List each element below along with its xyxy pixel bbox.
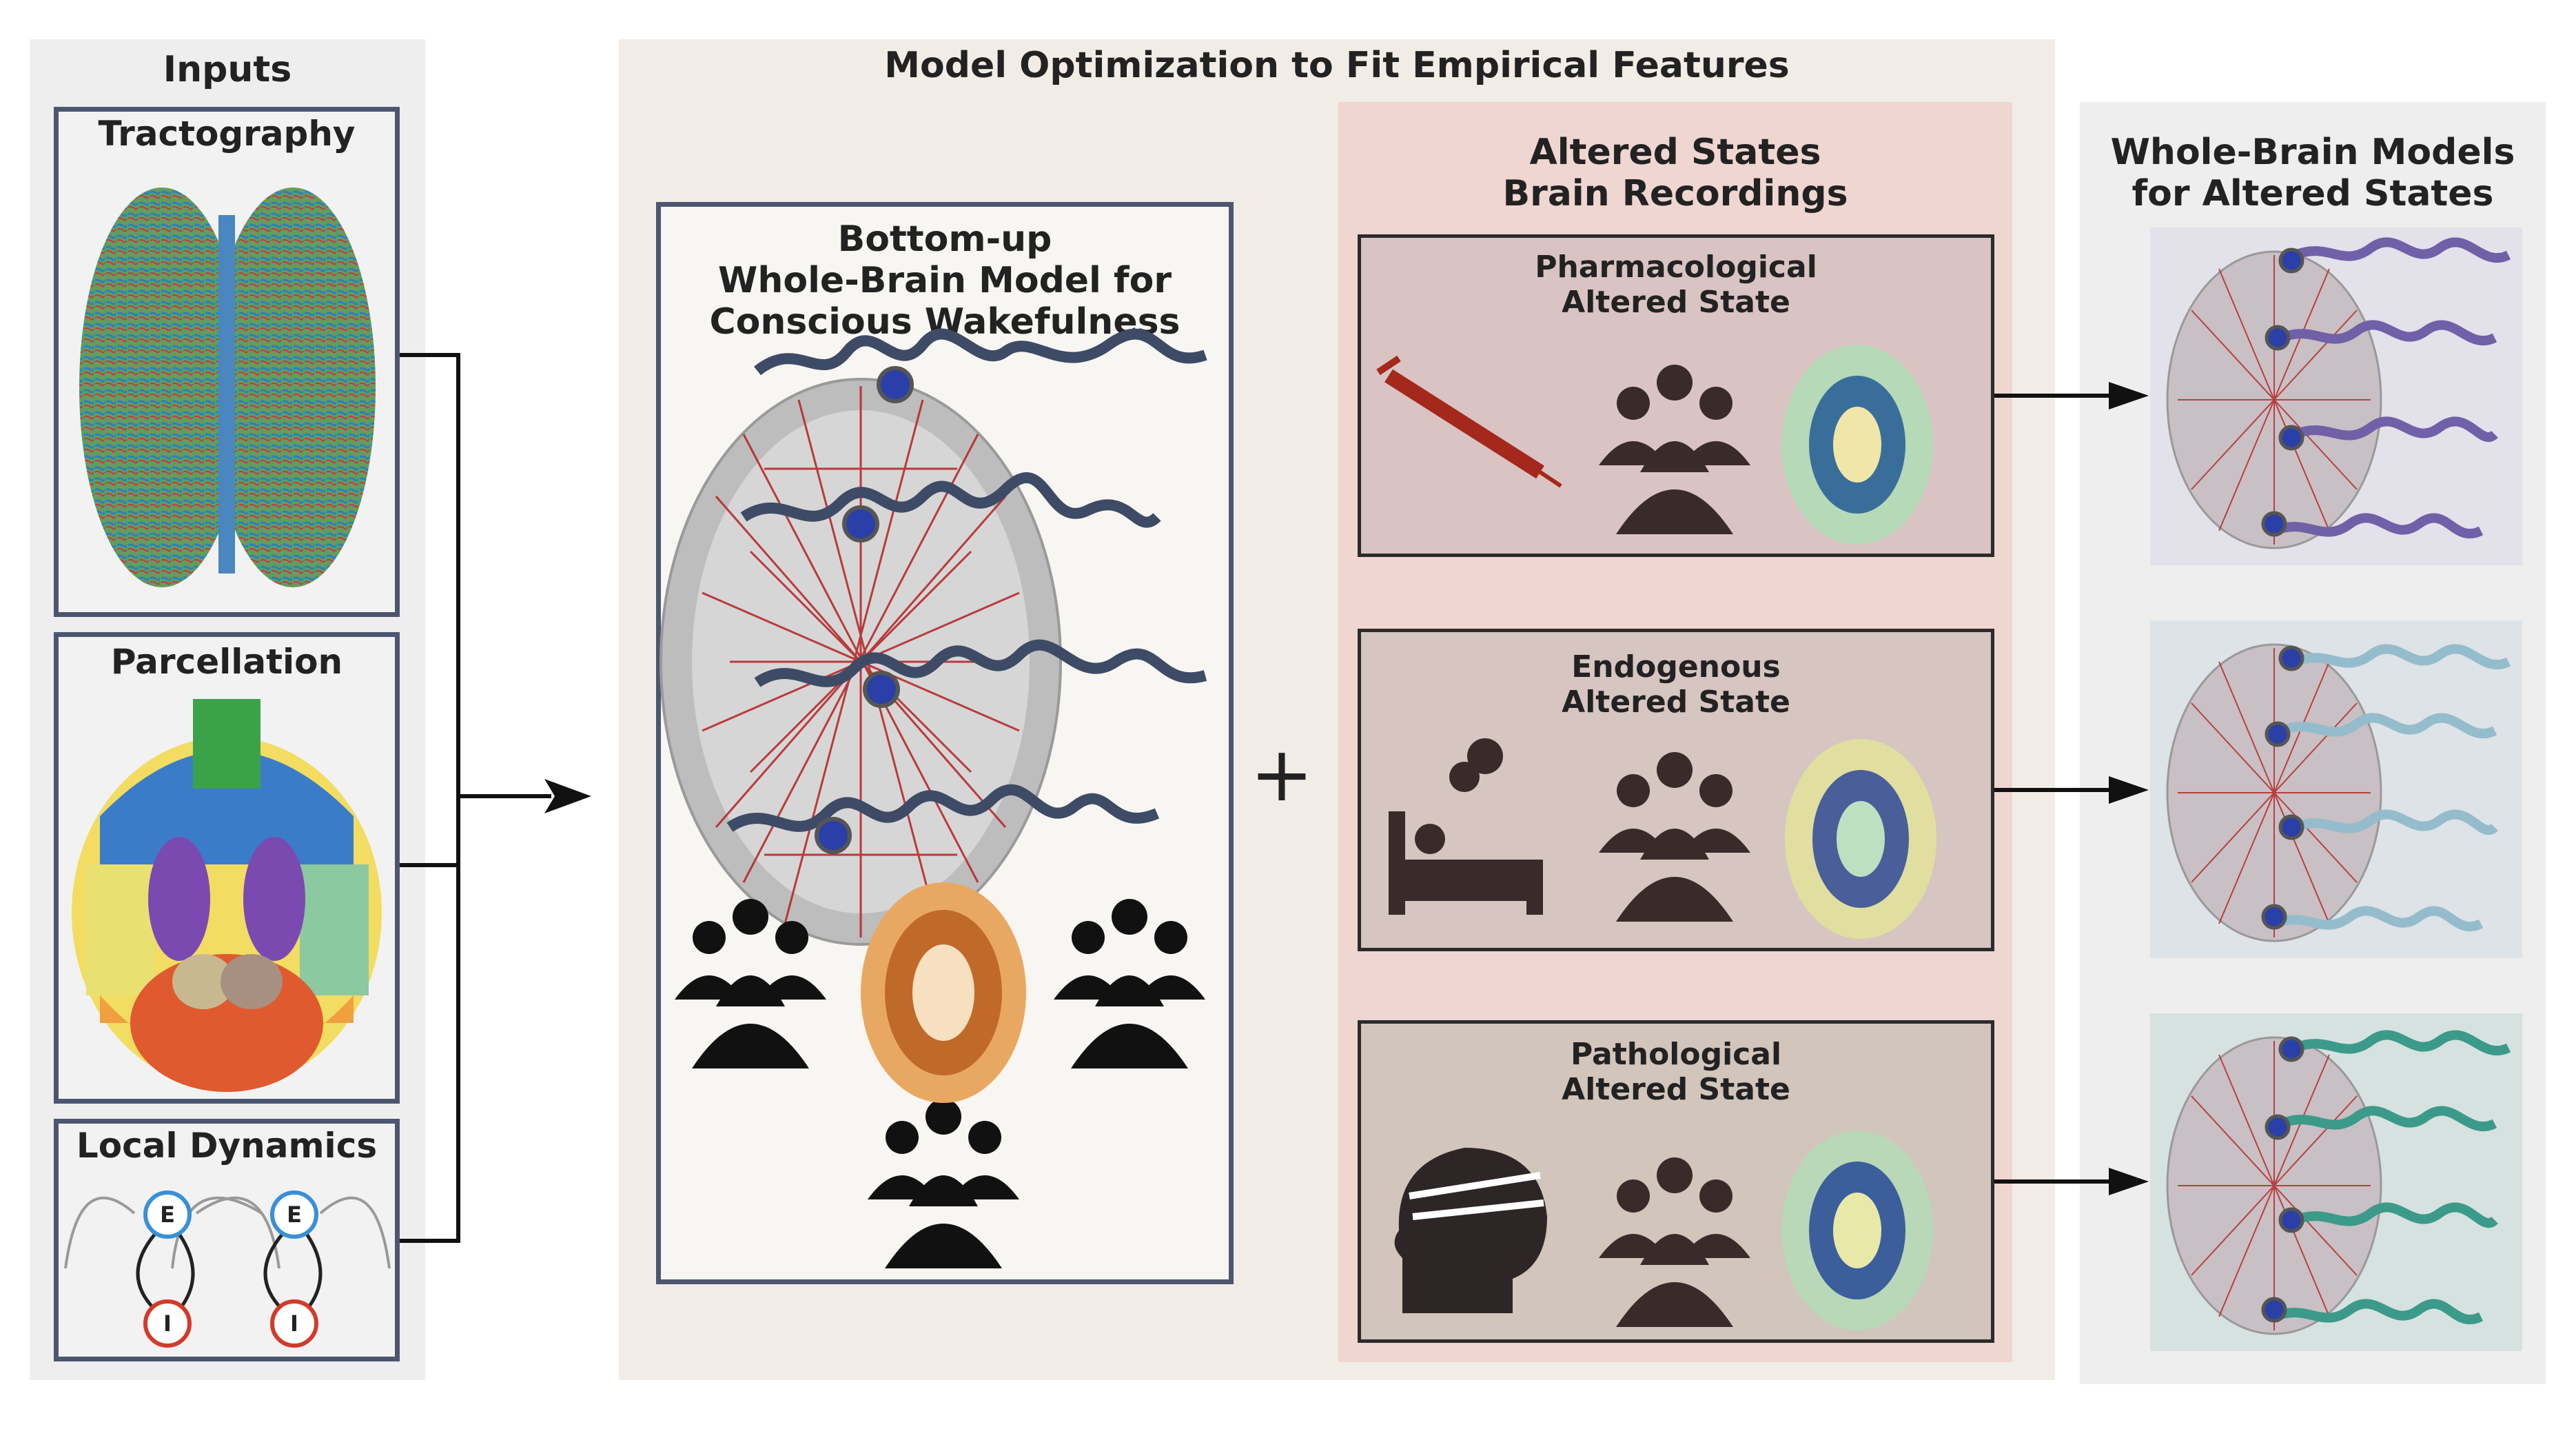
- e-node-circle: [143, 1190, 192, 1239]
- group-icon: [1054, 899, 1205, 1068]
- pathological-icons: [1394, 1131, 1933, 1330]
- local-dynamics-label: Local Dynamics: [76, 1126, 378, 1166]
- pharmacological-label: Pharmacological Altered State: [1535, 250, 1817, 320]
- parcellation-box: Parcellation: [54, 632, 400, 1104]
- endogenous-icons: [1389, 738, 1936, 939]
- optimization-title: Model Optimization to Fit Empirical Feat…: [884, 45, 1790, 86]
- altered-model-pharmacological: [2150, 227, 2522, 565]
- sleep-bed-icon: [1389, 738, 1543, 915]
- parcellation-label: Parcellation: [110, 642, 343, 682]
- tractography-image: [79, 188, 376, 587]
- wake-model-brain: [660, 328, 1207, 1268]
- pharmacological-state-box: Pharmacological Altered State: [1358, 234, 1994, 557]
- plus-sign: +: [1249, 730, 1314, 818]
- group-icon: [1599, 752, 1750, 922]
- i-node-circle: [143, 1299, 192, 1348]
- models-title: Whole-Brain Models for Altered States: [2110, 132, 2515, 214]
- e-node-label: E: [160, 1202, 175, 1228]
- e-node-label: E: [287, 1202, 302, 1228]
- i-node-circle: [270, 1299, 318, 1348]
- bottom-up-model-box: Bottom-up Whole-Brain Model for Consciou…: [656, 202, 1234, 1284]
- injured-head-icon: [1394, 1148, 1547, 1313]
- bottom-up-title: Bottom-up Whole-Brain Model for Consciou…: [709, 219, 1180, 343]
- signal-trace: [740, 472, 1161, 528]
- pathological-state-box: Pathological Altered State: [1358, 1020, 1994, 1343]
- i-node-label: I: [163, 1310, 172, 1337]
- pharmacological-icons: [1376, 345, 1933, 545]
- altered-states-title: Altered States Brain Recordings: [1502, 132, 1848, 214]
- group-icon: [1599, 1157, 1750, 1327]
- altered-model-endogenous: [2150, 620, 2522, 958]
- tractography-box: Tractography: [54, 107, 400, 617]
- pathological-label: Pathological Altered State: [1562, 1037, 1790, 1107]
- group-icon: [1599, 365, 1750, 534]
- e-node-circle: [270, 1190, 318, 1239]
- signal-trace: [754, 639, 1207, 687]
- endogenous-label: Endogenous Altered State: [1562, 649, 1790, 720]
- local-dynamics-box: Local Dynamics E E I I: [54, 1119, 400, 1361]
- parcellation-image: [72, 699, 382, 1092]
- i-node-label: I: [290, 1310, 298, 1337]
- syringe-icon: [1376, 355, 1562, 488]
- group-icon: [675, 899, 826, 1068]
- tractography-label: Tractography: [98, 114, 356, 154]
- group-icon: [868, 1099, 1019, 1268]
- endogenous-state-box: Endogenous Altered State: [1358, 629, 1994, 951]
- inputs-title: Inputs: [163, 49, 292, 90]
- signal-trace: [726, 784, 1160, 832]
- local-dynamics-diagram: [64, 1190, 391, 1348]
- altered-model-pathological: [2150, 1013, 2522, 1351]
- signal-trace: [754, 328, 1207, 376]
